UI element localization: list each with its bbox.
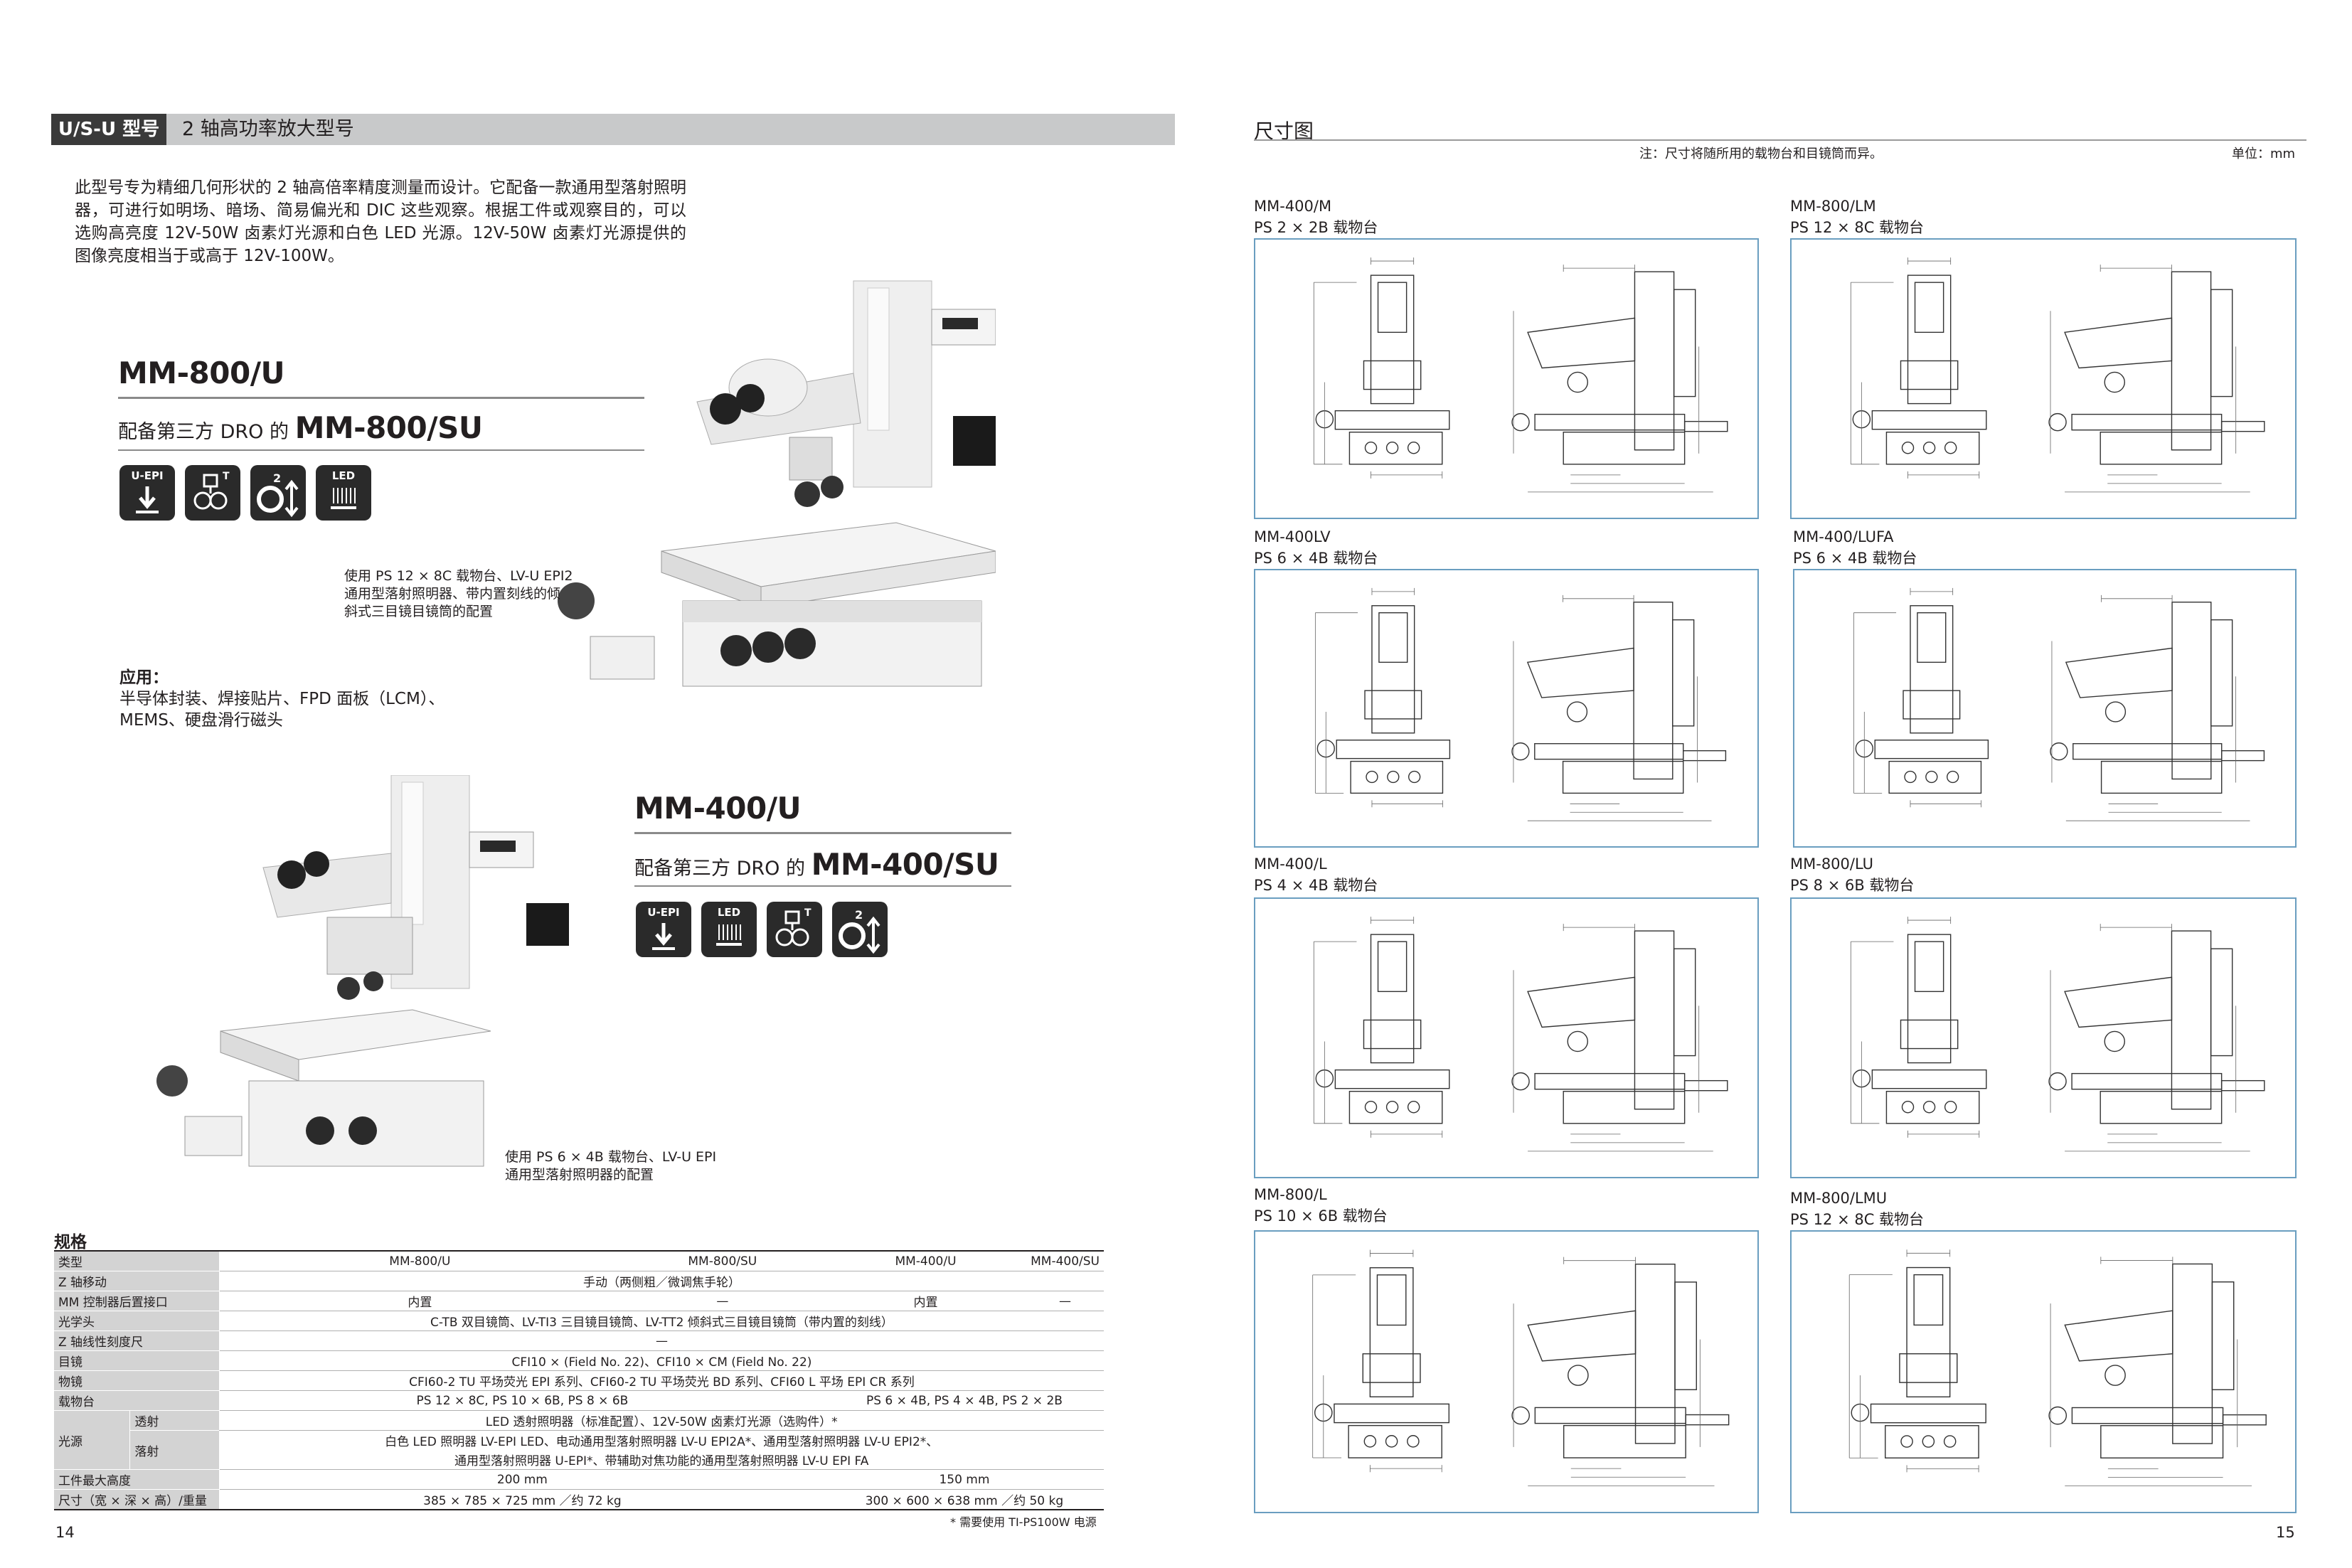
svg-text:2: 2 [855, 908, 863, 922]
mm800-caption: 使用 PS 12 × 8C 载物台、LV-U EPI2 通用型落射照明器、带内置… [344, 567, 573, 621]
table-row: 载物台 PS 12 × 8C, PS 10 × 6B, PS 8 × 6B PS… [54, 1390, 1104, 1411]
page-number-left: 14 [55, 1524, 75, 1541]
dimension-drawing [1254, 569, 1759, 848]
page-heading: 2 轴高功率放大型号 [182, 118, 354, 140]
table-row: 目镜 CFI10 × (Field No. 22)、CFI10 × CM (Fi… [54, 1350, 1104, 1371]
header-bar [51, 114, 1175, 145]
caption-line: 斜式三目镜目镜筒的配置 [344, 604, 494, 619]
u-epi-icon: U-EPI [119, 465, 175, 521]
mm400u-product-image [156, 775, 569, 1167]
applications-label: 应用： [119, 668, 169, 687]
panel-model: MM-800/LM [1790, 198, 1876, 215]
caption-line: 使用 PS 6 × 4B 载物台、LV-U EPI [505, 1149, 717, 1165]
dimension-panel-label: MM-800/LMU PS 12 × 8C 载物台 [1790, 1188, 1924, 1230]
dimension-panel-label: MM-800/LM PS 12 × 8C 载物台 [1790, 196, 1924, 238]
table-row: 尺寸（宽 × 深 × 高）/重量 385 × 785 × 725 mm ／约 7… [54, 1489, 1104, 1510]
mm800u-product-image [558, 280, 996, 687]
panel-model: MM-800/LMU [1790, 1190, 1888, 1207]
tilting-trinocular-icon: T [767, 902, 822, 957]
dimension-drawing [1790, 1230, 2297, 1513]
mm400-caption: 使用 PS 6 × 4B 载物台、LV-U EPI 通用型落射照明器的配置 [505, 1148, 716, 1184]
dimension-drawing [1254, 238, 1759, 519]
u-epi-icon: U-EPI [636, 902, 691, 957]
panel-stage: PS 4 × 4B 载物台 [1254, 877, 1378, 894]
spec-title: 规格 [54, 1233, 87, 1252]
series-tag: U/S-U 型号 [51, 114, 166, 145]
table-row: Z 轴移动 手动（两侧粗／微调焦手轮） [54, 1271, 1104, 1291]
panel-stage: PS 8 × 6B 载物台 [1790, 877, 1915, 894]
divider [634, 885, 1011, 887]
caption-line: 使用 PS 12 × 8C 载物台、LV-U EPI2 [344, 568, 573, 584]
panel-stage: PS 12 × 8C 载物台 [1790, 219, 1925, 236]
divider [1254, 139, 2306, 141]
applications: 应用： 半导体封装、焊接贴片、FPD 面板（LCM）、 MEMS、硬盘滑行磁头 [119, 667, 445, 731]
dimension-panel-label: MM-800/LU PS 8 × 6B 载物台 [1790, 853, 1914, 896]
panel-stage: PS 6 × 4B 载物台 [1793, 550, 1917, 567]
table-row: 工件最大高度 200 mm 150 mm [54, 1469, 1104, 1490]
table-row: 通用型落射照明器 U-EPI*、带辅助对焦功能的通用型落射照明器 LV-U EP… [54, 1450, 1104, 1470]
subtitle-model: MM-800/SU [294, 410, 483, 445]
feature-icons-mm800: U-EPI T 2 LED [119, 465, 371, 521]
intro-paragraph: 此型号专为精细几何形状的 2 轴高倍率精度测量而设计。它配备一款通用型落射照明器… [75, 178, 686, 265]
dimension-panel-label: MM-400LV PS 6 × 4B 载物台 [1254, 526, 1378, 569]
two-axis-icon: 2 [832, 902, 888, 957]
panel-stage: PS 6 × 4B 载物台 [1254, 550, 1378, 567]
applications-text: MEMS、硬盘滑行磁头 [119, 711, 283, 730]
caption-line: 通用型落射照明器的配置 [505, 1167, 654, 1183]
svg-text:T: T [223, 471, 230, 482]
svg-text:2: 2 [273, 471, 281, 485]
model-title-mm400u: MM-400/U [634, 791, 802, 826]
dimension-drawing [1254, 1230, 1759, 1513]
panel-model: MM-400/LUFA [1793, 528, 1894, 545]
page-number-right: 15 [2276, 1524, 2295, 1541]
panel-model: MM-800/LU [1790, 855, 1873, 873]
divider [634, 832, 1011, 834]
panel-stage: PS 12 × 8C 载物台 [1790, 1211, 1925, 1228]
table-row: 光源 透射 LED 透射照明器（标准配置）、12V-50W 卤素灯光源（选购件）… [54, 1410, 1104, 1470]
divider [118, 397, 644, 399]
dimension-panel-label: MM-400/LUFA PS 6 × 4B 载物台 [1793, 526, 1917, 569]
dimension-drawing [1254, 897, 1759, 1178]
dimension-panel-label: MM-400/L PS 4 × 4B 载物台 [1254, 853, 1378, 896]
panel-model: MM-800/L [1254, 1186, 1327, 1203]
table-row: 光学头 C-TB 双目镜筒、LV-TI3 三目镜目镜筒、LV-TT2 倾斜式三目… [54, 1311, 1104, 1331]
spec-table: 类型 MM-800/U MM-800/SU MM-400/U MM-400/SU… [54, 1250, 1104, 1510]
caption-line: 通用型落射照明器、带内置刻线的倾 [344, 586, 561, 602]
tilting-trinocular-icon: T [185, 465, 240, 521]
table-row: 物镜 CFI60-2 TU 平场荧光 EPI 系列、CFI60-2 TU 平场荧… [54, 1370, 1104, 1391]
dimensions-unit: 单位：mm [2232, 146, 2296, 161]
panel-model: MM-400/L [1254, 855, 1327, 873]
dimension-drawing [1790, 897, 2297, 1178]
applications-text: 半导体封装、焊接贴片、FPD 面板（LCM）、 [119, 690, 445, 708]
subtitle-prefix: 配备第三方 DRO 的 [634, 858, 805, 880]
dimensions-note: 注：尺寸将随所用的载物台和目镜筒而异。 [1639, 146, 1883, 161]
subtitle-prefix: 配备第三方 DRO 的 [118, 421, 289, 443]
dimension-panel-label: MM-400/M PS 2 × 2B 载物台 [1254, 196, 1378, 238]
spec-footnote: * 需要使用 TI-PS100W 电源 [950, 1515, 1097, 1529]
led-icon: LED [701, 902, 757, 957]
svg-text:T: T [804, 907, 812, 919]
table-row: 类型 MM-800/U MM-800/SU MM-400/U MM-400/SU [54, 1250, 1104, 1271]
dimension-drawing [1793, 569, 2297, 848]
panel-model: MM-400/M [1254, 198, 1332, 215]
two-axis-icon: 2 [250, 465, 306, 521]
divider [118, 449, 644, 451]
model-subtitle-mm800su: 配备第三方 DRO 的 MM-800/SU [118, 410, 483, 451]
led-icon: LED [316, 465, 371, 521]
dimension-panel-label: MM-800/L PS 10 × 6B 载物台 [1254, 1184, 1388, 1227]
panel-model: MM-400LV [1254, 528, 1331, 545]
dimension-drawing [1790, 238, 2297, 519]
model-title-mm800u: MM-800/U [118, 356, 285, 390]
table-row: 落射 白色 LED 照明器 LV-EPI LED、电动通用型落射照明器 LV-U… [54, 1430, 1104, 1470]
feature-icons-mm400: U-EPI LED T 2 [636, 902, 888, 957]
model-subtitle-mm400su: 配备第三方 DRO 的 MM-400/SU [634, 846, 999, 887]
subtitle-model: MM-400/SU [811, 847, 999, 882]
table-row: Z 轴线性刻度尺 — [54, 1330, 1104, 1351]
panel-stage: PS 10 × 6B 载物台 [1254, 1207, 1388, 1225]
table-row: MM 控制器后置接口 内置 — 内置 — [54, 1291, 1104, 1311]
dimensions-title: 尺寸图 [1254, 119, 1314, 143]
panel-stage: PS 2 × 2B 载物台 [1254, 219, 1378, 236]
